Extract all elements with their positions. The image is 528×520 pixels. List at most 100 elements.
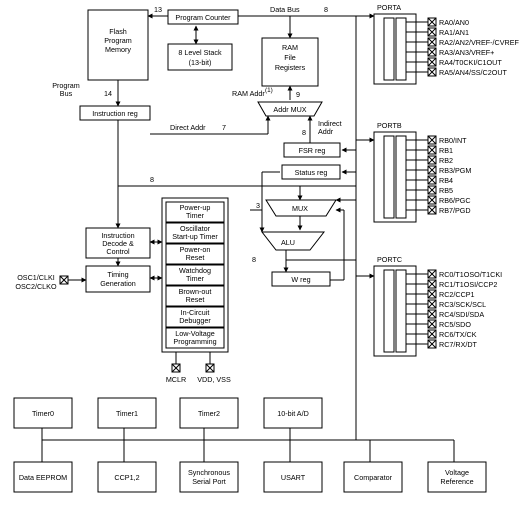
mux: MUX [265, 199, 337, 217]
svg-text:8 Level Stack: 8 Level Stack [178, 48, 222, 57]
pin-cross [427, 309, 437, 319]
pin-cross [427, 145, 437, 155]
pin-label: RC3/SCK/SCL [439, 300, 486, 309]
pin-label: RC1/T1OSI/CCP2 [439, 280, 497, 289]
port-latch [383, 135, 395, 219]
pin-label: RA1/AN1 [439, 28, 469, 37]
ram-file-registers: RAM File Registers [261, 37, 319, 87]
control-item-label: Watchdog [179, 266, 211, 275]
flash-program-memory: Flash Program Memory [87, 9, 149, 81]
peripheral-label: Serial Port [192, 477, 226, 486]
pin-label: RB3/PGM [439, 166, 471, 175]
pin-label: RB5 [439, 186, 453, 195]
control-item-label: In-Circuit [181, 308, 210, 317]
control-item-label: Reset [186, 253, 205, 262]
svg-text:RAM: RAM [282, 43, 298, 52]
pin-cross [427, 319, 437, 329]
control-item-label: Start-up Timer [172, 232, 218, 241]
port-portc: PORTCRC0/T1OSO/T1CKIRC1/T1OSI/CCP2RC2/CC… [373, 255, 502, 357]
svg-text:Addr MUX: Addr MUX [273, 105, 306, 114]
control-item-label: Programming [173, 337, 216, 346]
peripheral-bottom: CCP1,2 [97, 461, 157, 493]
pin-label: RC7/RX/DT [439, 340, 478, 349]
svg-text:ALU: ALU [281, 238, 295, 247]
pin-cross [427, 279, 437, 289]
pin-label: RC5/SDO [439, 320, 471, 329]
svg-text:Bus: Bus [60, 89, 73, 98]
svg-text:FSR reg: FSR reg [299, 146, 326, 155]
control-item-label: Brown-out [179, 287, 212, 296]
addr-mux: Addr MUX [257, 101, 323, 117]
svg-text:Data Bus: Data Bus [270, 5, 300, 14]
svg-text:Instruction: Instruction [101, 231, 134, 240]
peripheral-box [263, 461, 323, 493]
peripheral-box [13, 397, 73, 429]
pin-cross [427, 329, 437, 339]
pin-label: RC0/T1OSO/T1CKI [439, 270, 502, 279]
port-latch [395, 17, 407, 81]
svg-text:13: 13 [154, 5, 162, 14]
svg-text:MCLR: MCLR [166, 375, 186, 384]
control-item-box [165, 222, 225, 244]
pin-label: RB2 [439, 156, 453, 165]
svg-text:Instruction reg: Instruction reg [92, 109, 138, 118]
pin-label: RA4/T0CKI/C1OUT [439, 58, 502, 67]
svg-text:3: 3 [256, 201, 260, 210]
svg-text:Memory: Memory [105, 45, 131, 54]
pin-cross [427, 195, 437, 205]
peripheral-box [179, 397, 239, 429]
bus-labels: Data Bus Program Bus Direct Addr Indirec… [52, 5, 341, 264]
peripheral-label: Synchronous [188, 468, 230, 477]
svg-text:Timing: Timing [107, 270, 128, 279]
peripheral-label: USART [281, 473, 306, 482]
pin-cross [427, 205, 437, 215]
status-reg: Status reg [281, 164, 341, 180]
control-item-label: Power-up [180, 203, 211, 212]
peripheral-bottom: Comparator [343, 461, 403, 493]
fsr-reg: FSR reg [283, 142, 341, 158]
svg-text:Generation: Generation [100, 279, 136, 288]
osc-pin: OSC1/CLKI OSC2/CLKO [15, 273, 69, 291]
control-item-box [165, 306, 225, 328]
pin-label: RA5/AN4/SS/C2OUT [439, 68, 508, 77]
peripheral-label: Timer1 [116, 409, 138, 418]
peripheral-label: 10-bit A/D [277, 409, 309, 418]
pin-cross [427, 165, 437, 175]
pin-label: RA0/AN0 [439, 18, 469, 27]
svg-text:Registers: Registers [275, 63, 306, 72]
svg-text:OSC2/CLKO: OSC2/CLKO [15, 282, 57, 291]
pin-label: RC2/CCP1 [439, 290, 475, 299]
svg-text:8: 8 [324, 5, 328, 14]
pin-cross [427, 299, 437, 309]
instruction-decode: Instruction Decode & Control [85, 227, 151, 259]
port-latch [395, 135, 407, 219]
svg-text:8: 8 [252, 255, 256, 264]
timing-generation: Timing Generation [85, 265, 151, 293]
svg-text:Control: Control [106, 247, 130, 256]
svg-text:Flash: Flash [109, 27, 127, 36]
control-item-box [165, 285, 225, 307]
peripheral-label: Reference [440, 477, 473, 486]
peripheral-box [343, 461, 403, 493]
port-box [373, 265, 417, 357]
svg-text:MUX: MUX [292, 204, 308, 213]
svg-text:8: 8 [150, 175, 154, 184]
pin-label: RB1 [439, 146, 453, 155]
svg-text:(13-bit): (13-bit) [189, 58, 212, 67]
svg-text:Program: Program [104, 36, 132, 45]
svg-text:Addr: Addr [318, 127, 334, 136]
control-item-label: Debugger [179, 316, 211, 325]
control-item-box [165, 243, 225, 265]
port-title: PORTB [377, 121, 402, 130]
pin-cross [427, 185, 437, 195]
svg-text:9: 9 [296, 90, 300, 99]
peripheral-label: Data EEPROM [19, 473, 67, 482]
control-item-label: Timer [186, 211, 205, 220]
